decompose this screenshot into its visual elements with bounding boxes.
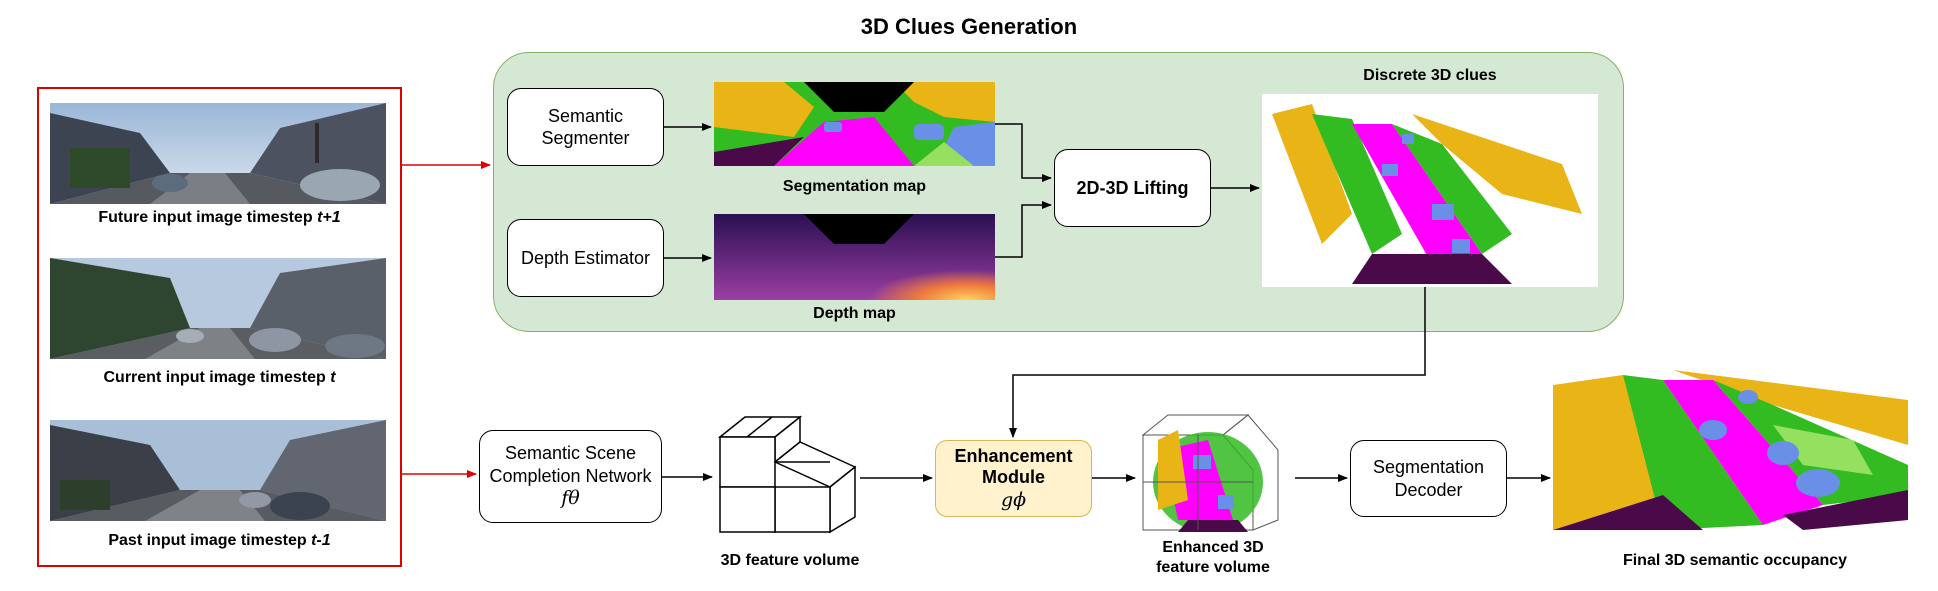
future-image-caption: Future input image timestep t+1 (98, 209, 341, 226)
depth-map-image (714, 214, 995, 300)
enhanced-line1: Enhanced 3D (1162, 539, 1264, 556)
enhancement-module-node: Enhancement Module gϕ (935, 440, 1092, 517)
feature-volume-caption: 3D feature volume (720, 552, 860, 569)
current-image-caption: Current input image timestep t (103, 369, 336, 386)
segmentation-map-image (714, 82, 995, 166)
ssc-symbol: fθ (561, 487, 580, 510)
enh-line2: Module (982, 467, 1045, 488)
feature-volume-cube (717, 415, 857, 534)
future-input-image (50, 103, 386, 204)
discrete-3d-clues-image (1262, 94, 1598, 287)
enh-symbol: gϕ (1000, 488, 1027, 511)
diagram-title: 3D Clues Generation (860, 14, 1078, 39)
segmentation-decoder-node: Segmentation Decoder (1350, 440, 1507, 517)
past-image-caption: Past input image timestep t-1 (108, 532, 331, 549)
depth-estimator-node: Depth Estimator (507, 219, 664, 297)
enhanced-feature-volume (1141, 414, 1279, 532)
depth-map-caption: Depth map (813, 305, 896, 322)
input-images-frame (37, 87, 402, 567)
ssc-network-node: Semantic Scene Completion Network fθ (479, 430, 662, 523)
enh-line1: Enhancement (954, 445, 1073, 466)
decoder-line1: Segmentation (1372, 457, 1485, 477)
arrow-clues-to-enhancement (1009, 287, 1426, 438)
ssc-line2: Completion Network (489, 465, 652, 486)
lifting-node: 2D-3D Lifting (1054, 149, 1211, 227)
current-input-image (50, 258, 386, 359)
segmentation-map-caption: Segmentation map (782, 178, 927, 195)
arrow-segmap-to-lifting (995, 123, 1052, 182)
enhanced-line2: feature volume (1156, 559, 1270, 576)
ssc-line1: Semantic Scene (504, 443, 637, 464)
discrete-clues-caption: Discrete 3D clues (1363, 67, 1497, 84)
decoder-line2: Decoder (1394, 479, 1463, 500)
enhanced-volume-caption: Enhanced 3D feature volume (1113, 538, 1313, 578)
final-occupancy-image (1553, 370, 1908, 530)
semantic-segmenter-node: Semantic Segmenter (507, 88, 664, 166)
past-input-image (50, 420, 386, 521)
final-occupancy-caption: Final 3D semantic occupancy (1622, 552, 1848, 569)
arrow-depthmap-to-lifting (995, 201, 1052, 258)
